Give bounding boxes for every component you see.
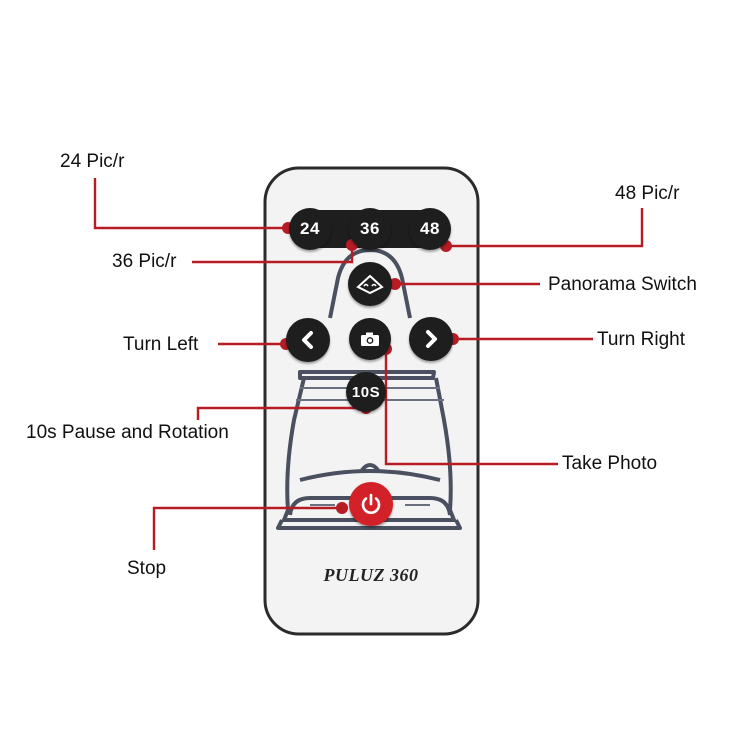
label-24-pic: 24 Pic/r xyxy=(60,151,125,172)
label-stop: Stop xyxy=(127,558,167,579)
left-arrow-icon xyxy=(302,331,313,349)
leader-lines xyxy=(93,178,644,550)
camera-icon xyxy=(361,332,379,346)
label-panorama-switch: Panorama Switch xyxy=(548,274,697,295)
button-24[interactable]: 24 xyxy=(289,208,331,250)
label-turn-left: Turn Left xyxy=(123,334,199,355)
button-36-label: 36 xyxy=(360,219,380,238)
label-36-pic: 36 Pic/r xyxy=(112,251,177,272)
brand-logo: PULUZ 360 xyxy=(323,565,419,585)
label-turn-right: Turn Right xyxy=(597,329,685,350)
panorama-switch-button[interactable] xyxy=(348,262,392,306)
turn-right-button[interactable] xyxy=(409,317,453,361)
pause-rotation-button-label: 10S xyxy=(351,383,381,401)
label-pause-rotation: 10s Pause and Rotation xyxy=(26,422,229,443)
button-36[interactable]: 36 xyxy=(349,208,391,250)
button-24-label: 24 xyxy=(300,219,320,238)
button-48[interactable]: 48 xyxy=(409,208,451,250)
pause-rotation-button[interactable]: 10S xyxy=(346,372,386,412)
button-48-label: 48 xyxy=(420,219,440,238)
right-arrow-icon xyxy=(426,330,437,348)
take-photo-button[interactable] xyxy=(349,318,391,360)
turn-left-button[interactable] xyxy=(286,318,330,362)
stop-button[interactable] xyxy=(349,482,393,526)
power-icon xyxy=(361,493,381,514)
label-take-photo: Take Photo xyxy=(562,453,658,474)
label-48-pic: 48 Pic/r xyxy=(615,183,680,204)
panorama-icon xyxy=(356,274,384,295)
